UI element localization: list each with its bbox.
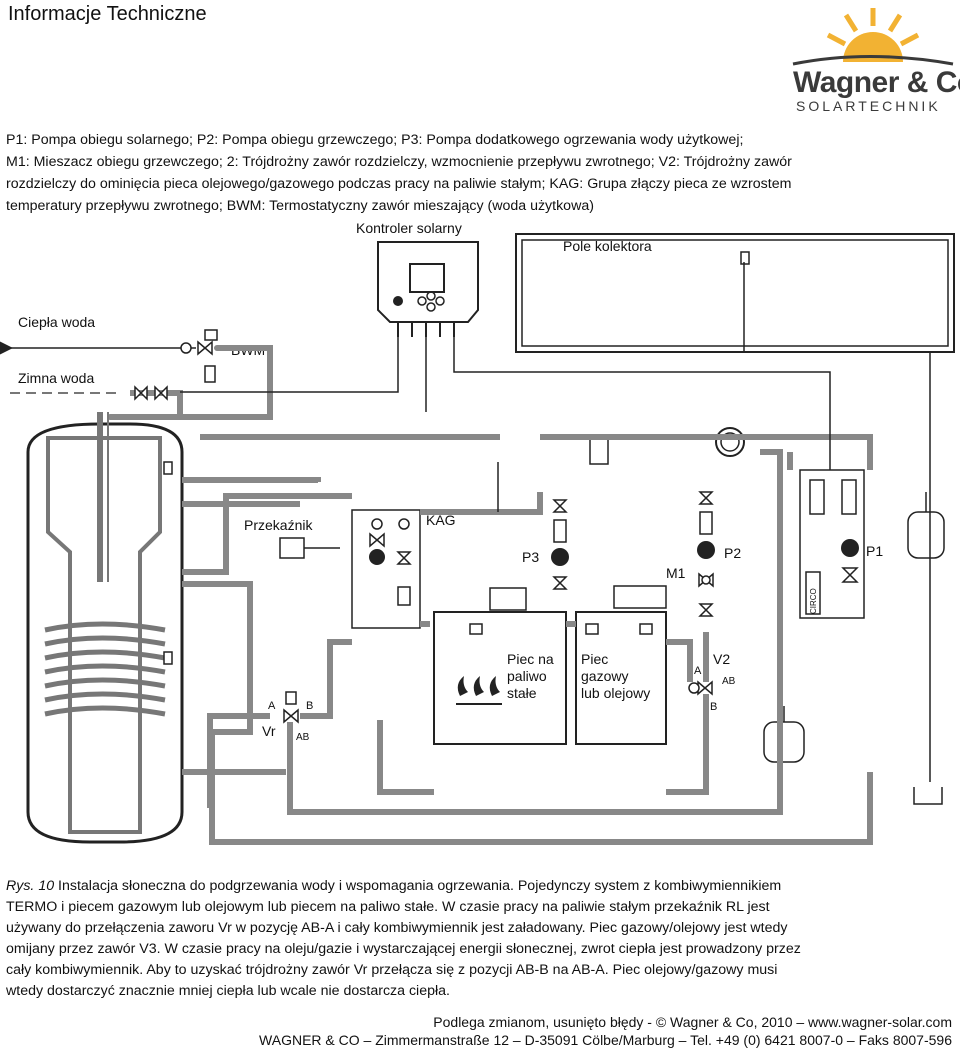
page-title: Informacje Techniczne <box>8 3 207 25</box>
caption-line: omijany przez zawór V3. W czasie pracy n… <box>6 941 801 957</box>
heat-meter-icon <box>589 437 609 465</box>
expansion-vessel-heating <box>763 706 805 763</box>
collector-field <box>515 233 955 353</box>
caption-line: cały kombiwymiennik. Aby to uzyskać trój… <box>6 962 778 978</box>
kag-group <box>351 509 421 629</box>
footer-address: WAGNER & CO – Zimmermanstraße 12 – D-350… <box>259 1032 952 1048</box>
drain-vessel <box>913 787 943 805</box>
p3-label: P3 <box>522 549 539 565</box>
cold-water-check-valve <box>134 385 168 401</box>
sun-logo-icon <box>792 8 954 66</box>
kag-label: KAG <box>426 512 456 528</box>
controller-button <box>426 302 436 312</box>
p1-label: P1 <box>866 543 883 559</box>
pump-p2 <box>697 491 715 559</box>
controller-button <box>417 296 427 306</box>
valve-v2 <box>688 680 713 696</box>
relay-box <box>279 537 305 559</box>
collector-label: Pole kolektora <box>563 238 652 254</box>
p2-label: P2 <box>724 545 741 561</box>
legend-line: M1: Mieszacz obiegu grzewczego; 2: Trójd… <box>6 154 792 170</box>
tank-sensor-icon <box>163 651 173 665</box>
flame-icon <box>457 676 500 696</box>
legend-line: rozdzielczy do ominięcia pieca olejowego… <box>6 176 792 192</box>
company-logo: Wagner & Co SOLARTECHNIK <box>788 4 960 114</box>
tank-sensor-icon <box>163 461 173 475</box>
cold-water-label: Zimna woda <box>18 370 94 386</box>
controller-button <box>426 291 436 301</box>
sb-boiler-label-1: Piec na <box>507 651 554 667</box>
logo-brand: Wagner & Co <box>793 66 960 99</box>
collector-sensor-icon <box>740 251 750 265</box>
hot-water-label: Ciepła woda <box>18 314 95 330</box>
controller-button <box>435 296 445 306</box>
radiator-icon <box>715 427 745 457</box>
expansion-vessel-solar <box>907 492 945 559</box>
valve-vr <box>283 691 299 724</box>
pump-icon <box>841 539 859 557</box>
relay-label: Przekaźnik <box>244 517 313 533</box>
legend-text: P1: Pompa obiegu solarnego; P2: Pompa ob… <box>6 129 954 217</box>
pump-p3 <box>551 499 569 590</box>
solar-station <box>799 469 865 619</box>
sb-boiler-label-3: stałe <box>507 685 537 701</box>
v2-port-b: B <box>710 701 717 713</box>
caption-line: używany do przełączenia zaworu Vr w pozy… <box>6 920 788 936</box>
circo-label: CIRCO <box>809 588 818 614</box>
v2-label: V2 <box>713 651 730 667</box>
vr-port-b: B <box>306 700 313 712</box>
caption-line: TERMO i piecem gazowym lub olejowym lub … <box>6 899 770 915</box>
vr-port-ab: AB <box>296 732 310 743</box>
figure-caption: Rys. 10 Instalacja słoneczna do podgrzew… <box>6 876 956 1002</box>
footer-copyright: Podlega zmianom, usunięto błędy - © Wagn… <box>433 1014 952 1030</box>
caption-prefix: Rys. 10 <box>6 878 55 894</box>
pump-icon <box>697 541 715 559</box>
caption-line: Instalacja słoneczna do podgrzewania wod… <box>54 878 782 894</box>
system-diagram: Kontroler solarny Pole kolektora Ciepła … <box>0 220 955 845</box>
v2-port-a: A <box>694 665 702 677</box>
gas-oil-boiler <box>575 585 667 745</box>
solid-fuel-boiler <box>433 587 567 745</box>
gas-boiler-label-3: lub olejowy <box>581 685 650 701</box>
pump-icon <box>369 549 385 565</box>
sb-boiler-label-2: paliwo <box>507 668 547 684</box>
legend-line: temperatury przepływu zwrotnego; BWM: Te… <box>6 198 594 214</box>
vr-port-a: A <box>268 700 276 712</box>
solar-controller <box>377 241 479 337</box>
logo-subtitle: SOLARTECHNIK <box>796 98 941 114</box>
mixer-m1 <box>698 572 714 617</box>
gas-boiler-label-2: gazowy <box>581 668 628 684</box>
m1-label: M1 <box>666 565 686 581</box>
vr-label: Vr <box>262 723 276 739</box>
bwm-mixing-valve <box>180 329 218 383</box>
combi-storage-tank <box>26 412 184 844</box>
v2-port-ab: AB <box>722 676 736 687</box>
controller-display <box>409 263 445 293</box>
controller-led <box>393 296 403 306</box>
gas-boiler-label-1: Piec <box>581 651 608 667</box>
controller-label: Kontroler solarny <box>356 220 462 236</box>
legend-line: P1: Pompa obiegu solarnego; P2: Pompa ob… <box>6 132 744 148</box>
pump-icon <box>551 548 569 566</box>
caption-line: wtedy dostarczyć znacznie mniej ciepła l… <box>6 983 450 999</box>
